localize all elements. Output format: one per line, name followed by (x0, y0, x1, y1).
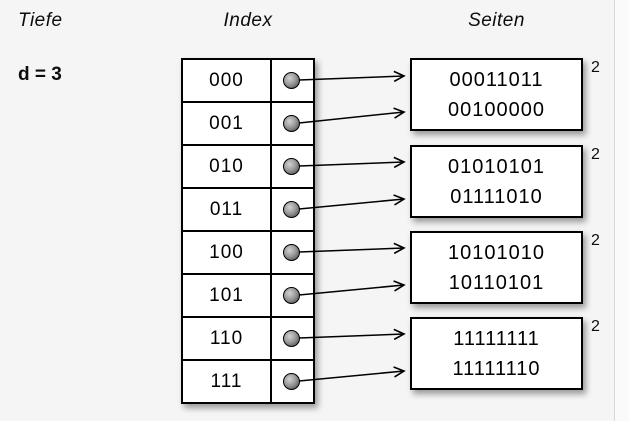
index-bits: 101 (183, 275, 272, 316)
index-bits: 011 (183, 189, 272, 230)
pointer-dot-icon (283, 201, 300, 218)
pointer-cell (272, 232, 313, 273)
index-row: 100 (183, 232, 313, 275)
pointer-dot-icon (283, 244, 300, 261)
page-entry: 10110101 (448, 271, 545, 294)
depth-column-header: Tiefe (18, 10, 63, 31)
local-depth-value: 2 (591, 59, 600, 76)
pointer-cell (272, 361, 313, 402)
index-column-header: Index (223, 10, 273, 31)
page-box: 10101010 10110101 (410, 231, 583, 304)
page-box: 11111111 11111110 (410, 317, 583, 390)
pointer-cell (272, 146, 313, 187)
pointer-cell (272, 60, 313, 101)
pointer-cell (272, 103, 313, 144)
index-row: 010 (183, 146, 313, 189)
index-row: 111 (183, 361, 313, 402)
index-row: 011 (183, 189, 313, 232)
page-entry: 10101010 (448, 241, 545, 264)
pointer-dot-icon (283, 373, 300, 390)
local-depth-value: 2 (591, 232, 600, 249)
page-box: 01010101 01111010 (410, 145, 583, 218)
pointer-cell (272, 275, 313, 316)
page-entry: 00011011 (449, 68, 544, 91)
pointer-cell (272, 189, 313, 230)
index-table: 000 001 010 011 100 101 110 111 (181, 58, 315, 404)
pointer-dot-icon (283, 287, 300, 304)
index-bits: 010 (183, 146, 272, 187)
index-row: 001 (183, 103, 313, 146)
index-bits: 111 (183, 361, 272, 402)
pointer-dot-icon (283, 72, 300, 89)
index-bits: 110 (183, 318, 272, 359)
page-entry: 01010101 (448, 155, 545, 178)
page-edge-strip (614, 0, 629, 421)
local-depth-value: 2 (591, 318, 600, 335)
page-entry: 00100000 (448, 98, 545, 121)
index-row: 110 (183, 318, 313, 361)
pages-column-header: Seiten (468, 10, 525, 31)
page-entry: 01111010 (450, 185, 543, 208)
page-box: 00011011 00100000 (410, 58, 583, 131)
pointer-dot-icon (283, 330, 300, 347)
index-row: 000 (183, 60, 313, 103)
pointer-dot-icon (283, 158, 300, 175)
index-bits: 001 (183, 103, 272, 144)
global-depth-value: d = 3 (18, 64, 62, 85)
index-bits: 100 (183, 232, 272, 273)
pointer-cell (272, 318, 313, 359)
page-entry: 11111110 (452, 357, 541, 380)
local-depth-value: 2 (591, 146, 600, 163)
pointer-dot-icon (283, 115, 300, 132)
index-bits: 000 (183, 60, 272, 101)
page-entry: 11111111 (453, 327, 540, 350)
index-row: 101 (183, 275, 313, 318)
